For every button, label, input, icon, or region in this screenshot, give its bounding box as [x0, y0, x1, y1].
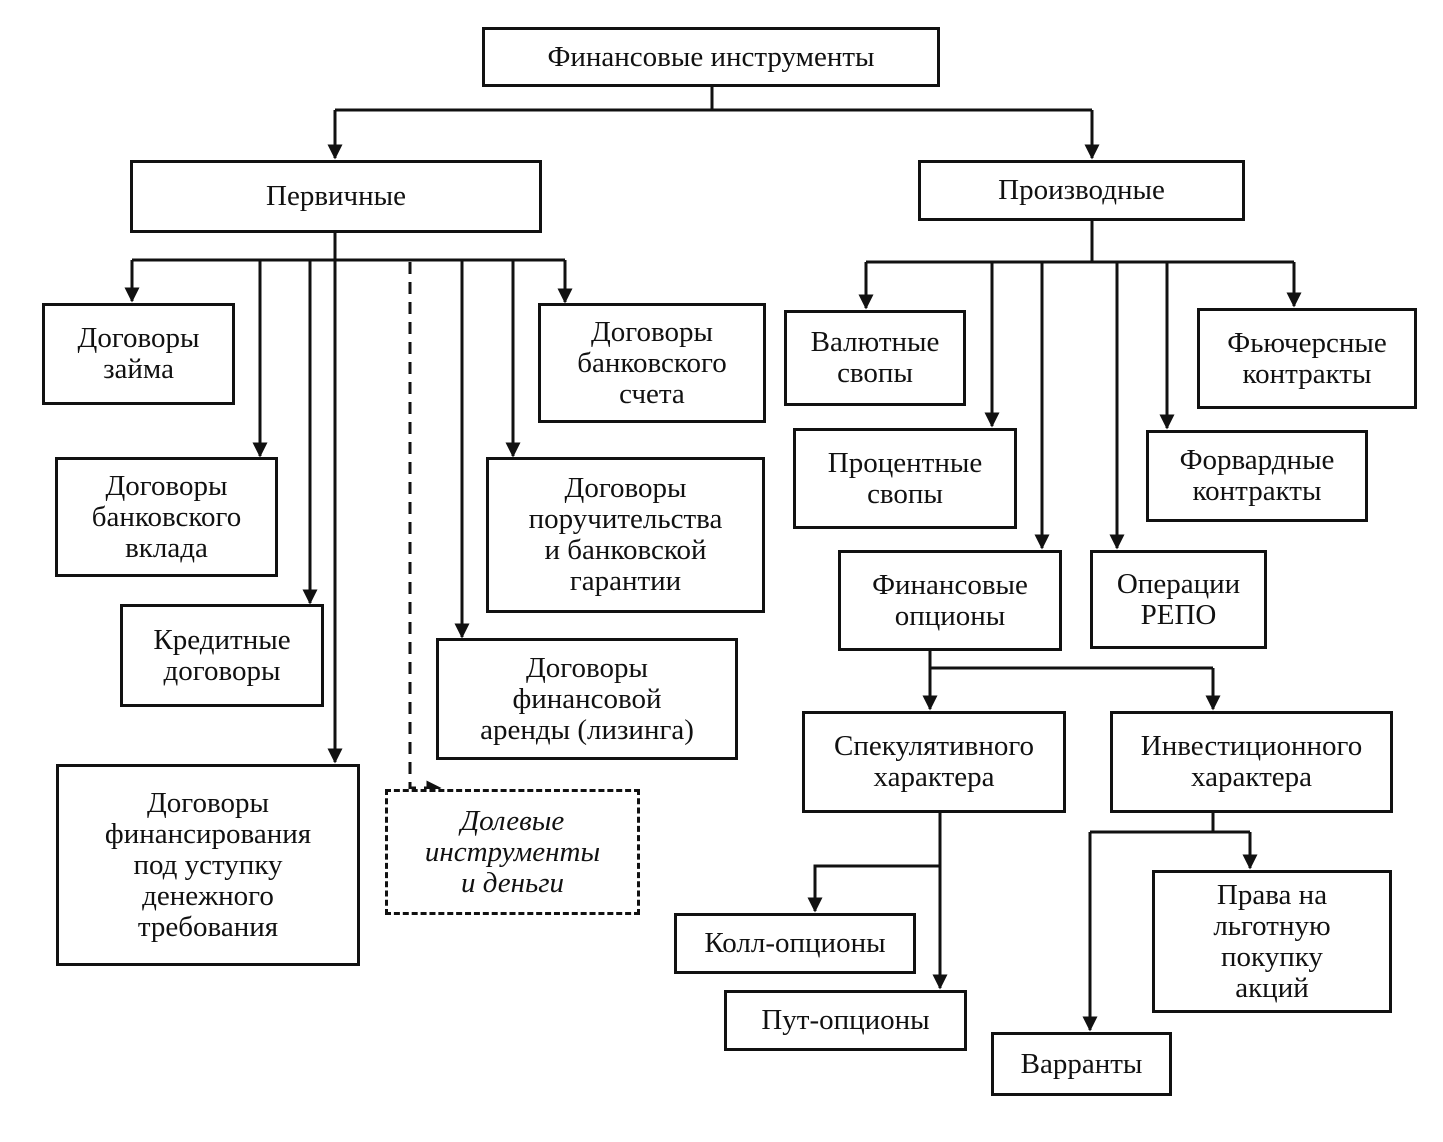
node-deposit: Договоры банковского вклада: [55, 457, 278, 577]
node-warrants: Варранты: [991, 1032, 1172, 1096]
node-speculative: Спекулятивного характера: [802, 711, 1066, 813]
node-derivative: Производные: [918, 160, 1245, 221]
node-leasing: Договоры финансовой аренды (лизинга): [436, 638, 738, 760]
node-call: Колл-опционы: [674, 913, 916, 974]
node-repo: Операции РЕПО: [1090, 550, 1267, 649]
node-root: Финансовые инструменты: [482, 27, 940, 87]
node-factoring: Договоры финансирования под уступку дене…: [56, 764, 360, 966]
node-fx-swaps: Валютные свопы: [784, 310, 966, 406]
node-ir-swaps: Процентные свопы: [793, 428, 1017, 529]
node-credit: Кредитные договоры: [120, 604, 324, 707]
node-futures: Фьючерсные контракты: [1197, 308, 1417, 409]
node-guarantee: Договоры поручительства и банковской гар…: [486, 457, 765, 613]
node-equity: Долевые инструменты и деньги: [385, 789, 640, 915]
node-forwards: Форвардные контракты: [1146, 430, 1368, 522]
node-loan: Договоры займа: [42, 303, 235, 405]
node-put: Пут-опционы: [724, 990, 967, 1051]
node-primary: Первичные: [130, 160, 542, 233]
node-account: Договоры банковского счета: [538, 303, 766, 423]
node-options: Финансовые опционы: [838, 550, 1062, 651]
node-rights: Права на льготную покупку акций: [1152, 870, 1392, 1013]
arrow-to-call: [807, 864, 940, 913]
node-investment: Инвестиционного характера: [1110, 711, 1393, 813]
arrow-to-equity: [408, 262, 442, 796]
